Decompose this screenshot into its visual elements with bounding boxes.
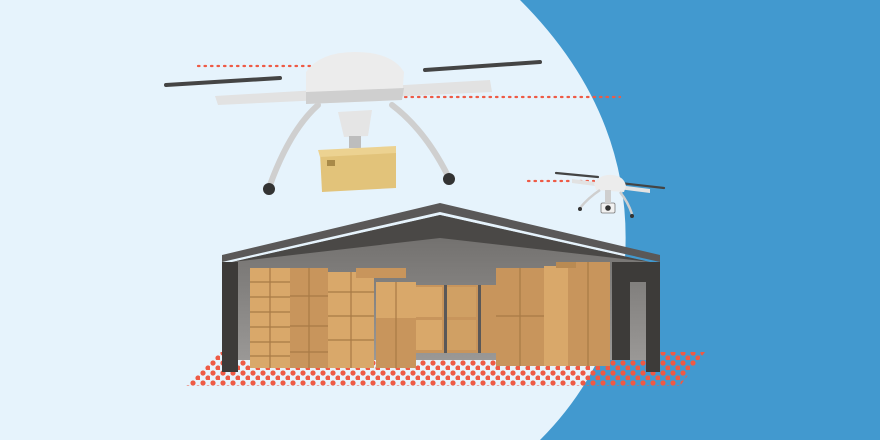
small-drone-left-rotor bbox=[554, 171, 600, 179]
small-drone-body bbox=[594, 174, 626, 192]
motion-lines bbox=[196, 64, 622, 183]
box-stacks-left bbox=[250, 268, 416, 368]
warehouse bbox=[222, 203, 660, 372]
large-drone-body-shadow bbox=[306, 88, 404, 104]
large-drone-right-rotor bbox=[423, 60, 542, 72]
small-drone bbox=[554, 171, 666, 218]
warehouse-left-wall bbox=[222, 262, 238, 372]
box-stacks-right bbox=[496, 262, 610, 366]
large-drone-foot-right bbox=[443, 173, 455, 185]
large-drone-left-rotor bbox=[164, 76, 282, 87]
warehouse-ceiling-shadow bbox=[232, 215, 650, 262]
large-drone-gimbal bbox=[338, 110, 372, 137]
back-shelf bbox=[410, 285, 502, 353]
large-drone-foot-left bbox=[263, 183, 275, 195]
small-drone-foot-left bbox=[578, 207, 582, 211]
small-drone-right-rotor bbox=[618, 181, 666, 190]
large-drone-gimbal-neck bbox=[349, 136, 361, 148]
background-blue-curve bbox=[520, 0, 880, 440]
large-drone bbox=[164, 52, 542, 195]
warehouse-right-wall bbox=[612, 262, 660, 372]
small-drone-arm-left bbox=[579, 188, 601, 209]
package-top bbox=[318, 146, 396, 157]
package-label bbox=[327, 160, 335, 166]
large-drone-arm-left bbox=[267, 102, 321, 188]
camera-lens bbox=[605, 205, 611, 211]
small-drone-arm-right bbox=[619, 191, 634, 215]
small-drone-gimbal-neck bbox=[605, 190, 611, 203]
large-drone-arm-right bbox=[389, 102, 451, 179]
small-drone-foot-right bbox=[630, 214, 634, 218]
package bbox=[320, 148, 396, 192]
